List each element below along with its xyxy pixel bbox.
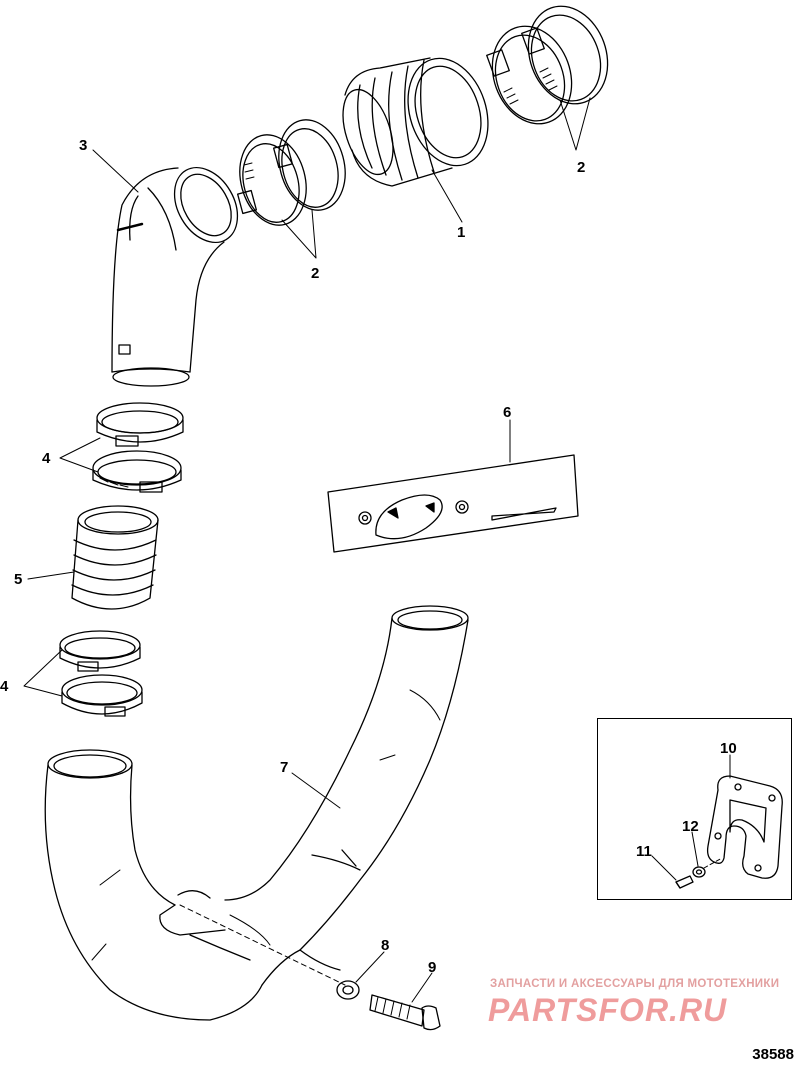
watermark-logo: PARTSFOR.RU xyxy=(488,992,728,1028)
washer-part-8 xyxy=(336,980,360,1000)
callout-12: 12 xyxy=(682,818,699,835)
bellows-part-1 xyxy=(342,57,489,187)
callout-3: 3 xyxy=(79,137,88,154)
exhaust-pipe-part-7 xyxy=(44,605,469,1021)
hose-clamp-left-lower xyxy=(59,630,143,717)
callout-8: 8 xyxy=(381,937,390,954)
callout-10: 10 xyxy=(720,740,737,757)
callout-5: 5 xyxy=(14,571,23,588)
hose-clamp-left-upper xyxy=(92,402,184,493)
callout-7: 7 xyxy=(280,759,289,776)
callout-4-upper: 4 xyxy=(42,450,51,467)
gasket-part-10 xyxy=(706,775,783,879)
callout-4-lower: 4 xyxy=(0,678,9,695)
diagram-reference-number: 38588 xyxy=(752,1046,794,1063)
watermark-tagline: ЗАПЧАСТИ И АКСЕССУАРЫ ДЛЯ МОТОТЕХНИКИ xyxy=(490,978,780,990)
hose-clamp-middle xyxy=(237,119,346,226)
lock-washer-part-12 xyxy=(692,866,706,878)
hose-clamp-upper-right xyxy=(486,5,609,125)
callout-2-upper: 2 xyxy=(577,159,586,176)
callout-6: 6 xyxy=(503,404,512,421)
inset-dashed-leader xyxy=(703,857,723,869)
bolt-part-9 xyxy=(369,994,441,1031)
callout-1: 1 xyxy=(457,224,466,241)
callout-2-middle: 2 xyxy=(311,265,320,282)
callout-9: 9 xyxy=(428,959,437,976)
callout-11: 11 xyxy=(636,843,652,860)
leader-lines xyxy=(23,97,731,1003)
exhaust-plate-part-6 xyxy=(327,454,579,553)
short-bellows-part-5 xyxy=(71,505,159,610)
detail-inset-frame xyxy=(597,718,792,900)
elbow-pipe-part-3 xyxy=(111,166,239,387)
screw-part-11 xyxy=(675,875,694,889)
